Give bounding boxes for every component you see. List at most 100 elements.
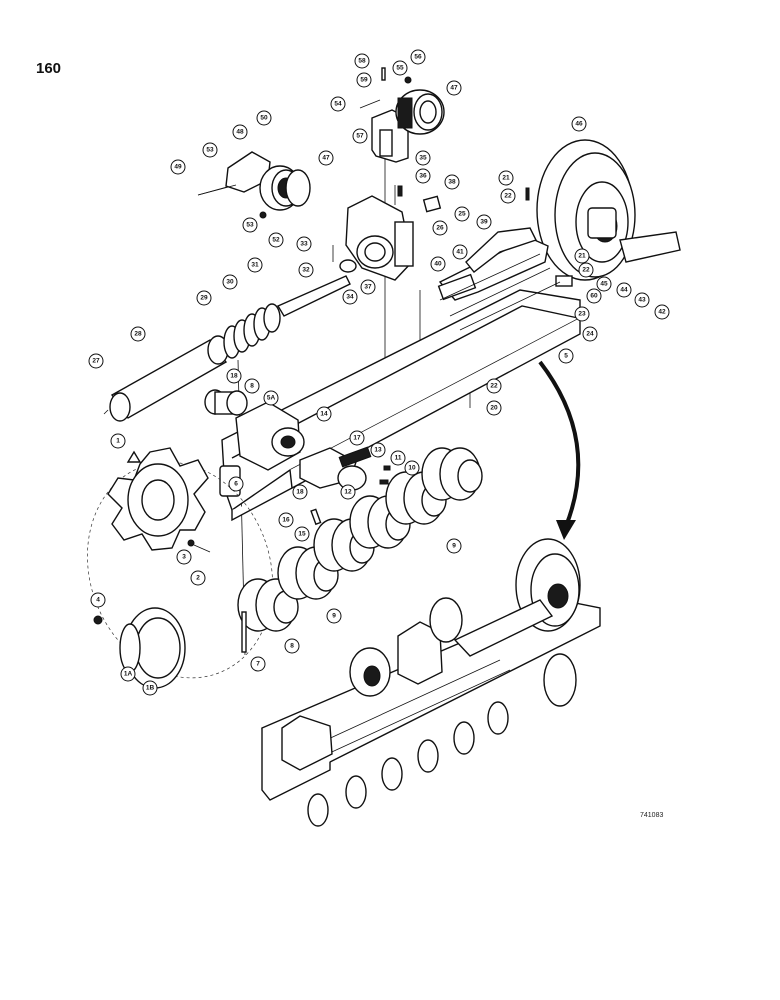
callout-label: 14 xyxy=(320,411,328,418)
callout-label: 31 xyxy=(251,262,259,269)
callout-label: 21 xyxy=(502,175,510,182)
callout-21b: 21 xyxy=(574,248,590,264)
callout-32: 32 xyxy=(298,262,314,278)
callout-29: 29 xyxy=(196,290,212,306)
callout-label: 28 xyxy=(134,331,142,338)
callout-41: 41 xyxy=(452,244,468,260)
callout-label: 47 xyxy=(450,85,458,92)
callout-1B: 1B xyxy=(142,680,158,696)
callout-17: 17 xyxy=(349,430,365,446)
part-callouts: 5859555654475750485349475352353638252633… xyxy=(88,49,670,696)
callout-22c: 22 xyxy=(486,378,502,394)
callout-54: 54 xyxy=(330,96,346,112)
callout-15: 15 xyxy=(294,526,310,542)
callout-label: 26 xyxy=(436,225,444,232)
callout-11: 11 xyxy=(390,450,406,466)
callout-12: 12 xyxy=(340,484,356,500)
callout-label: 18 xyxy=(230,373,238,380)
callout-label: 27 xyxy=(92,358,100,365)
callout-label: 50 xyxy=(260,115,268,122)
callout-44: 44 xyxy=(616,282,632,298)
callout-27: 27 xyxy=(88,353,104,369)
callout-label: 54 xyxy=(334,101,342,108)
callout-label: 46 xyxy=(575,121,583,128)
callout-34: 34 xyxy=(342,289,358,305)
drive-sprocket xyxy=(87,447,273,689)
callout-label: 11 xyxy=(395,455,402,462)
callout-label: 22 xyxy=(504,193,512,200)
callout-7: 7 xyxy=(250,656,266,672)
callout-label: 8 xyxy=(290,643,294,650)
callout-22: 22 xyxy=(500,188,516,204)
callout-label: 2 xyxy=(196,575,200,582)
callout-label: 17 xyxy=(353,435,361,442)
callout-39: 39 xyxy=(476,214,492,230)
callout-label: 10 xyxy=(408,465,416,472)
callout-18b: 18 xyxy=(292,484,308,500)
callout-59: 59 xyxy=(356,72,372,88)
callout-label: 22 xyxy=(490,383,498,390)
callout-label: 23 xyxy=(578,311,586,318)
callout-label: 8 xyxy=(250,383,254,390)
callout-56: 56 xyxy=(410,49,426,65)
callout-20: 20 xyxy=(486,400,502,416)
callout-label: 30 xyxy=(226,279,234,286)
callout-60: 60 xyxy=(586,288,602,304)
callout-9b: 9 xyxy=(326,608,342,624)
recoil-spring-assembly xyxy=(103,275,351,422)
callout-18: 18 xyxy=(226,368,242,384)
callout-label: 37 xyxy=(364,284,372,291)
callout-3: 3 xyxy=(176,549,192,565)
callout-label: 45 xyxy=(600,281,608,288)
callout-label: 15 xyxy=(298,531,306,538)
callout-47: 47 xyxy=(446,80,462,96)
track-rollers xyxy=(237,447,483,653)
callout-16: 16 xyxy=(278,512,294,528)
callout-label: 53 xyxy=(206,147,214,154)
callout-40: 40 xyxy=(430,256,446,272)
callout-label: 60 xyxy=(590,293,598,300)
callout-label: 38 xyxy=(448,179,456,186)
callout-8: 8 xyxy=(244,378,260,394)
callout-label: 42 xyxy=(658,309,666,316)
callout-9: 9 xyxy=(446,538,462,554)
callout-label: 44 xyxy=(620,287,628,294)
callout-1: 1 xyxy=(110,433,126,449)
callout-13: 13 xyxy=(370,442,386,458)
callout-42: 42 xyxy=(654,304,670,320)
callout-label: 39 xyxy=(480,219,488,226)
left-carrier-roller xyxy=(197,151,311,219)
callout-label: 24 xyxy=(586,331,594,338)
pedestal-bracket xyxy=(339,185,442,281)
callout-23: 23 xyxy=(574,306,590,322)
callout-5A: 5A xyxy=(263,390,279,406)
callout-label: 56 xyxy=(414,54,422,61)
callout-37: 37 xyxy=(360,279,376,295)
drawing-code: 741083 xyxy=(640,812,664,819)
callout-21: 21 xyxy=(498,170,514,186)
callout-47b: 47 xyxy=(318,150,334,166)
callout-5: 5 xyxy=(558,348,574,364)
callout-46: 46 xyxy=(571,116,587,132)
callout-label: 21 xyxy=(578,253,586,260)
callout-label: 47 xyxy=(322,155,330,162)
callout-22b: 22 xyxy=(578,262,594,278)
callout-label: 9 xyxy=(452,543,456,550)
page-number: 160 xyxy=(36,60,62,77)
callout-label: 43 xyxy=(638,297,646,304)
callout-label: 5A xyxy=(267,395,276,402)
callout-24: 24 xyxy=(582,326,598,342)
callout-label: 36 xyxy=(419,173,427,180)
callout-label: 55 xyxy=(396,65,404,72)
callout-50: 50 xyxy=(256,110,272,126)
callout-label: 20 xyxy=(490,405,498,412)
callout-label: 13 xyxy=(374,447,382,454)
callout-label: 1B xyxy=(146,685,155,692)
callout-35: 35 xyxy=(415,150,431,166)
callout-label: 12 xyxy=(344,489,352,496)
callout-28: 28 xyxy=(130,326,146,342)
callout-14: 14 xyxy=(316,406,332,422)
callout-label: 52 xyxy=(272,237,280,244)
upper-carrier-roller-bracket xyxy=(359,67,445,163)
